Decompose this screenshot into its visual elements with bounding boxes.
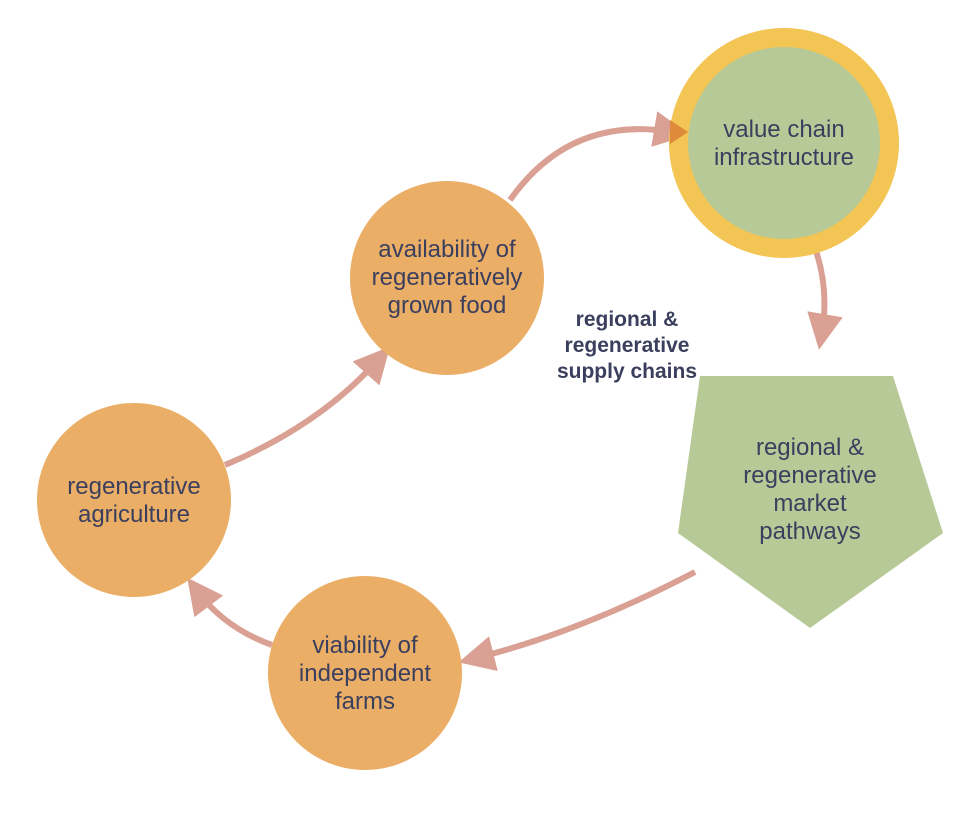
node-regenerative-agriculture: regenerative agriculture (37, 403, 231, 597)
node-label-line: pathways (759, 518, 860, 545)
node-value-chain: value chain infrastructure (669, 28, 899, 258)
node-label-line: viability of (312, 632, 418, 659)
node-market-pathways: regional & regenerative market pathways (678, 376, 943, 628)
node-label-line: market (773, 490, 847, 517)
node-label-line: availability of (378, 236, 516, 263)
node-label-line: grown food (388, 292, 507, 319)
node-label-line: regional & (756, 434, 864, 461)
node-availability: availability of regeneratively grown foo… (350, 181, 544, 375)
node-label-line: independent (299, 660, 431, 687)
arrow-viability-to-agriculture (187, 577, 274, 648)
center-label-line: supply chains (557, 360, 697, 383)
center-label-line: regional & (576, 308, 679, 331)
center-label-line: regenerative (565, 334, 690, 357)
node-viability: viability of independent farms (268, 576, 462, 770)
node-label-line: regenerative (743, 462, 876, 489)
arrow-availability-to-value-chain (507, 111, 690, 202)
node-label-line: agriculture (78, 501, 190, 528)
node-label-line: infrastructure (714, 144, 854, 171)
arrow-agriculture-to-availability (223, 346, 390, 468)
arrow-market-to-viability (458, 569, 697, 672)
node-label-line: regeneratively (372, 264, 523, 291)
node-label-line: regenerative (67, 473, 200, 500)
center-label: regional & regenerative supply chains (557, 308, 697, 383)
node-label-line: farms (335, 688, 395, 715)
node-label-line: value chain (723, 116, 844, 143)
